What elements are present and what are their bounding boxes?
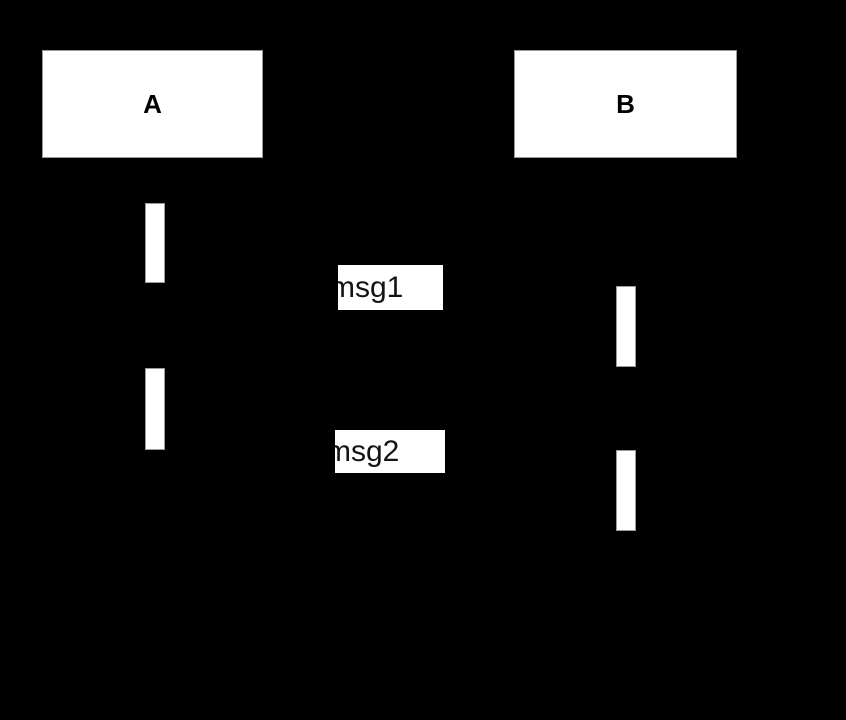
participant-box-b[interactable]: B <box>514 50 737 158</box>
message-arrowhead-msg2 <box>165 446 174 456</box>
message-label-msg1[interactable]: msg1 <box>338 265 443 310</box>
participant-label-b: B <box>616 89 635 119</box>
message-label-msg1-text: msg1 <box>338 270 404 304</box>
participant-box-a[interactable]: A <box>42 50 263 158</box>
message-label-msg2[interactable]: msg2 <box>335 430 445 473</box>
lifeline-b <box>625 158 626 688</box>
activation-bar-b-1[interactable] <box>616 286 636 367</box>
message-label-msg2-text: msg2 <box>335 434 400 468</box>
activation-bar-a-2[interactable] <box>145 368 165 450</box>
activation-bar-a-1[interactable] <box>145 203 165 283</box>
activation-bar-b-2[interactable] <box>616 450 636 531</box>
message-arrowhead-msg1 <box>607 282 616 292</box>
participant-label-a: A <box>143 89 162 119</box>
